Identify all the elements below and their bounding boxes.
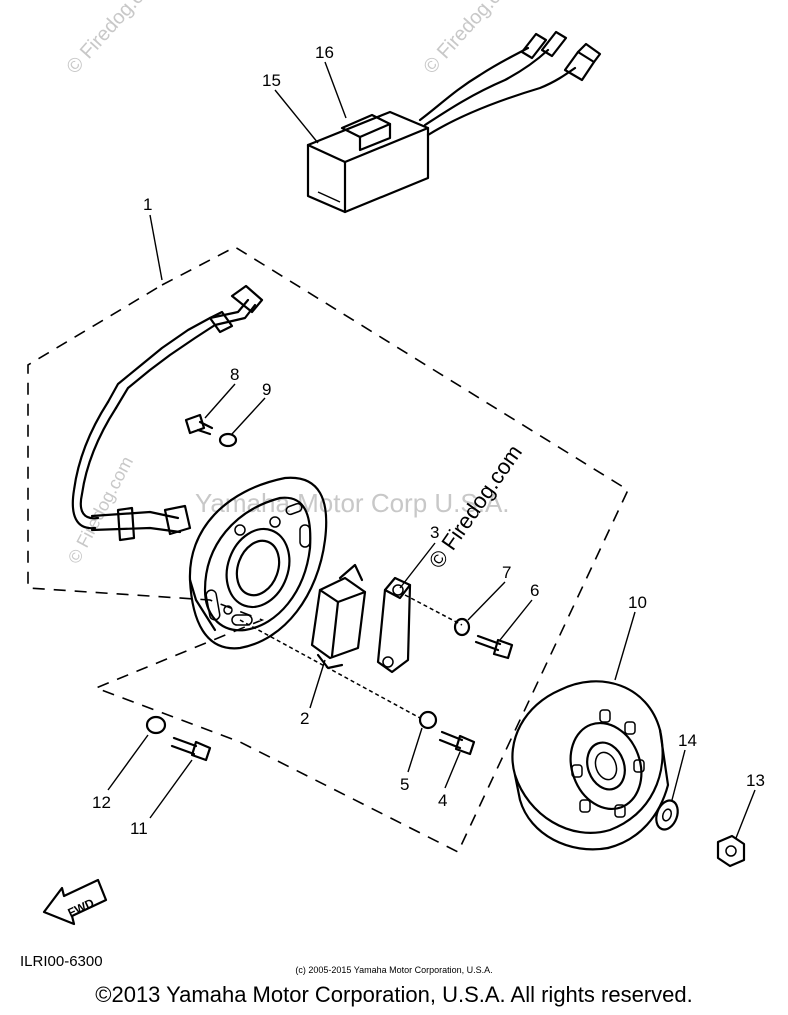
- washer-9: [218, 432, 238, 448]
- washer-14: [655, 799, 679, 831]
- callout-13: 13: [746, 771, 765, 790]
- screw-8: [184, 413, 214, 436]
- callout-labels: 16 15 1 8 9 3 7 6 10 2 5 4 12 11 14 13: [92, 43, 765, 838]
- callout-12: 12: [92, 793, 111, 812]
- screw-6: [474, 634, 514, 660]
- callout-5: 5: [400, 775, 409, 794]
- diagram-code: ILRI00-6300: [20, 953, 103, 970]
- callout-6: 6: [530, 581, 539, 600]
- callout-14: 14: [678, 731, 697, 750]
- assembly-line-3: [404, 594, 463, 626]
- assembly-line-2: [239, 619, 421, 719]
- washer-12: [145, 715, 167, 735]
- callout-9: 9: [262, 380, 271, 399]
- screw-11: [170, 736, 212, 762]
- callout-2: 2: [300, 709, 309, 728]
- screw-4: [438, 730, 476, 756]
- flywheel-rotor: [511, 680, 670, 851]
- washer-5: [418, 710, 438, 730]
- watermark-top-left: © Firedog.com: [62, 0, 166, 78]
- washer-7: [453, 617, 471, 637]
- callout-1: 1: [143, 195, 152, 214]
- copyright-main: ©2013 Yamaha Motor Corporation, U.S.A. A…: [95, 982, 693, 1007]
- stator-wire-harness: [71, 284, 264, 542]
- callout-4: 4: [438, 791, 447, 810]
- rectifier-regulator: [306, 30, 602, 214]
- callout-10: 10: [628, 593, 647, 612]
- callout-3: 3: [430, 523, 439, 542]
- fwd-arrow-icon: FWD: [42, 878, 108, 926]
- pickup-coil: [310, 563, 367, 670]
- copyright-small: (c) 2005-2015 Yamaha Motor Corporation, …: [295, 965, 493, 975]
- callout-16: 16: [315, 43, 334, 62]
- fwd-label: FWD: [66, 896, 97, 920]
- callout-8: 8: [230, 365, 239, 384]
- callout-15: 15: [262, 71, 281, 90]
- stator-base-plate: [188, 476, 328, 650]
- watermark-top-right: © Firedog.com: [419, 0, 523, 78]
- callout-7: 7: [502, 563, 511, 582]
- callout-11: 11: [130, 819, 148, 838]
- coil-bracket: [376, 576, 412, 674]
- assembly-boundary: [27, 246, 630, 854]
- nut-13: [716, 834, 746, 868]
- leader-lines: [107, 61, 756, 839]
